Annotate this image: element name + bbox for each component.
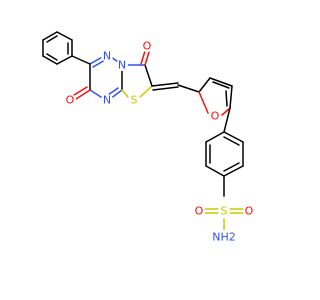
furan-ring: [198, 77, 233, 116]
atom-label: O: [245, 205, 254, 218]
atom-n-triazine-bottom: N: [101, 94, 113, 107]
chemical-structure: O N N N S O O O S O NH2: [42, 31, 255, 244]
atom-label: N: [118, 59, 126, 72]
thiazolone-carbonyl-bond: [144, 51, 150, 66]
benzene-ring: [205, 131, 244, 177]
phenyl-triazine-bond: [71, 55, 91, 65]
atom-label: S: [131, 94, 138, 107]
atom-label: N: [103, 94, 111, 107]
atom-o-triazinone: O: [64, 94, 76, 107]
phenyl-ring: [42, 31, 73, 65]
atom-label: O: [211, 110, 220, 123]
atom-o-sulfonyl-right: O: [243, 205, 255, 218]
atom-label: O: [195, 205, 204, 218]
atom-label: S: [221, 205, 228, 218]
thiazolone-ring: [121, 64, 153, 98]
atom-o-furan: O: [209, 110, 221, 123]
furan-benzene-bond: [223, 107, 231, 133]
methine-bond: [151, 82, 179, 87]
atom-label: N: [103, 50, 111, 63]
atom-label: O: [143, 40, 152, 53]
atom-nh2: NH2: [210, 230, 238, 244]
atom-s-sulfonyl: S: [218, 205, 230, 218]
atom-label: O: [66, 94, 75, 107]
atom-s-thiazole: S: [128, 94, 140, 107]
atom-o-sulfonyl-left: O: [193, 205, 205, 218]
triazine-carbonyl-bond: [75, 89, 91, 100]
atom-label: NH2: [212, 231, 236, 244]
atom-n-triazine-top: N: [101, 50, 113, 63]
atom-n-bridge: N: [116, 59, 128, 72]
atom-o-thiazolone: O: [141, 40, 153, 53]
